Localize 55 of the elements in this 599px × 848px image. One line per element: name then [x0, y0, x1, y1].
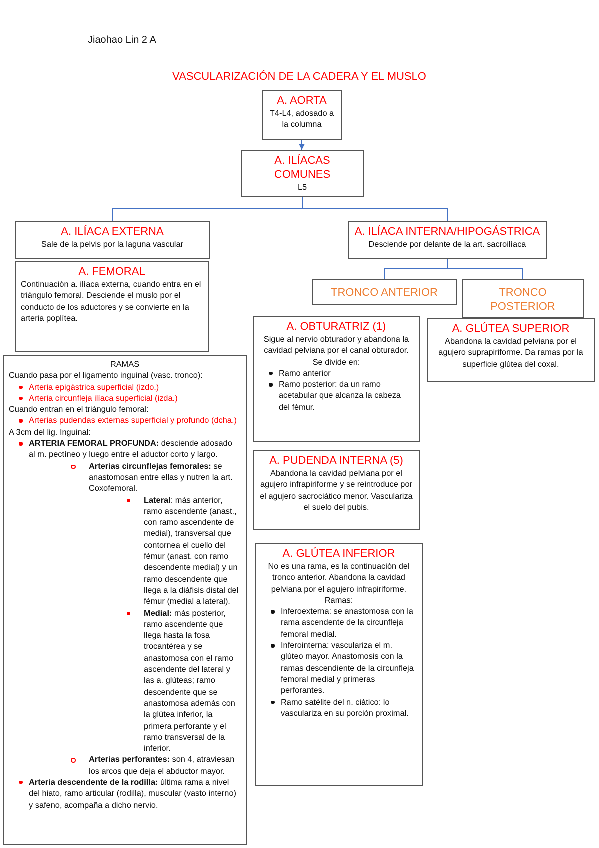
list-item-text: ARTERIA FEMORAL PROFUNDA: desciende adosado al m. pectíneo y luego entre el aductor corto y largo.	[29, 438, 234, 461]
description-text: Sigue al nervio obturador y abandona la cavidad pelviana por el canal obturador.	[262, 334, 410, 357]
artery-title: A. ILÍACA INTERNA/HIPOGÁSTRICA	[354, 225, 541, 239]
trunk-box	[462, 279, 584, 318]
list-item-text: Arterias pudendas externas superficial y profundo (dcha.)	[29, 415, 238, 427]
artery-title: TRONCO ANTERIOR	[330, 286, 439, 300]
artery-box	[241, 150, 364, 198]
diagram-title: VASCULARIZACIÓN DE LA CADERA Y EL MUSLO	[172, 71, 428, 83]
list-item-text: Inferoexterna: se anastomosa con la rama ascendente de la circunfleja femoral medial.	[281, 606, 414, 640]
artery-title: A. AORTA	[276, 94, 328, 108]
section-heading: RAMAS	[109, 359, 141, 370]
description-text: L5	[296, 182, 308, 194]
artery-box	[15, 261, 209, 352]
connector-line	[302, 196, 448, 222]
list-item-text: Arteria epigástrica superficial (izdo.)	[29, 382, 160, 393]
list-item-text: Arteria descendente de la rodilla: última rama a nivel del hiato, ramo articular (rodilla), muscular (vasto interno) y safeno, acompaña a dicho nervio.	[29, 776, 238, 811]
artery-title: A. PUDENDA INTERNA (5)	[268, 454, 404, 468]
list-item-text: Ramo posterior: da un ramo acetabular que alcanza la cabeza del fémur.	[279, 379, 402, 414]
description-text: Desciende por delante de la art. sacroilíaca	[368, 239, 528, 250]
description-text: Cuando pasa por el ligamento inguinal (vasc. tronco):	[9, 370, 204, 382]
artery-box	[348, 221, 547, 259]
artery-title: A. GLÚTEA SUPERIOR	[451, 322, 571, 336]
description-text: Se divide en:	[312, 356, 362, 368]
description-text: Abandona la cavidad pelviana por el agujero suprapiriforme. Da ramas por la superficie glútea del coxal.	[438, 336, 584, 370]
artery-box	[253, 450, 420, 530]
list-item-text: Ramo anterior	[279, 368, 332, 380]
author-label: Jiaohao Lin 2 A	[88, 35, 156, 46]
artery-box	[3, 355, 247, 845]
description-text: A 3cm del lig. Inguinal:	[9, 426, 92, 438]
list-item-text: Inferointerna: vasculariza el m. glúteo mayor. Anastomosis con la ramas descendiente de la circunfleja femoral medial y primeras perforantes.	[281, 640, 415, 697]
description-text: No es una rama, es la continuación del tronco anterior. Abandona la cavidad pelviana por el agujero infrapiriforme. Ramas:	[267, 561, 411, 606]
artery-title: TRONCO POSTERIOR	[490, 286, 556, 314]
list-item-text: Lateral: más anterior, ramo ascendente (anast., con ramo ascendente de medial), transversal que contornea el cuello del fémur (anast. con ramo descendente medial) y un ramo descendente que llega a la diáfisis distal del fémur (medial a lateral).	[144, 494, 240, 608]
trunk-box	[312, 279, 457, 305]
list-item-text: Arteria circunfleja ilíaca superficial (izda.)	[29, 392, 179, 404]
artery-title: A. FEMORAL	[78, 265, 146, 279]
arrow	[299, 140, 305, 150]
description-text: Sale de la pelvis por la laguna vascular	[40, 239, 184, 250]
description-text: Continuación a. ilíaca externa, cuando entra en el triángulo femoral. Desciende el muslo por el conducto de los aductores y se convierte en la arteria poplítea.	[21, 279, 202, 324]
description-text: T4-L4, adosado a la columna	[268, 108, 336, 131]
artery-box	[253, 316, 420, 442]
list-item-text: Arterias perforantes: son 4, atraviesan los arcos que deja el abductor mayor.	[89, 754, 236, 777]
artery-box	[262, 90, 342, 140]
list-item-text: Medial: más posterior, ramo ascendente que llega hasta la fosa trocantérea y se anastomosa con el ramo ascendente del lateral y las a. glúteas; ramo descendente que se anastomosa además con la glútea inferior, la primera perforante y el ramo transversal de la inferior.	[144, 608, 236, 754]
description-text: Cuando entran en el triángulo femoral:	[9, 404, 150, 416]
description-text: Abandona la cavidad pelviana por el agujero infrapiriforme y se reintroduce por el agujero sacrociático menor. Vasculariza el suelo del pubis.	[259, 468, 414, 514]
artery-title: A. ILÍACAS COMUNES	[273, 154, 332, 182]
artery-title: A. ILÍACA EXTERNA	[60, 225, 165, 239]
artery-title: A. GLÚTEA INFERIOR	[282, 547, 396, 561]
list-item-text: Arterias circunflejas femorales: se anastomosan entre ellas y nutren la art. Coxofemoral.	[89, 460, 234, 495]
list-item-text: Ramo satélite del n. ciático: lo vasculariza en su porción proximal.	[281, 696, 410, 720]
artery-box	[427, 318, 595, 382]
artery-box	[255, 543, 423, 786]
artery-box	[15, 221, 210, 259]
artery-title: A. OBTURATRIZ (1)	[286, 320, 388, 334]
